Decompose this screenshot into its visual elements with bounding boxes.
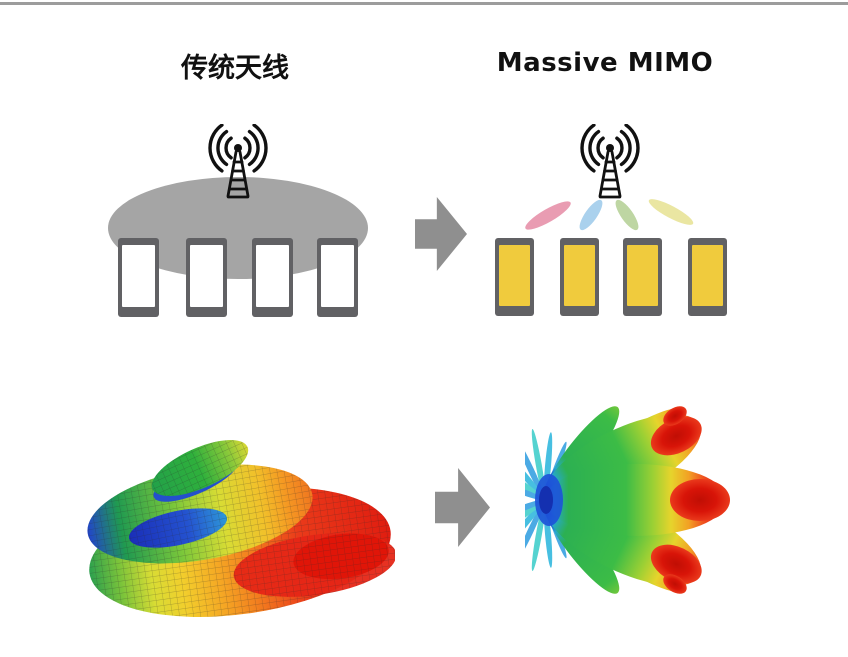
phone-icon (688, 238, 727, 316)
phone-icon (118, 238, 159, 317)
torus-red-lobe (233, 533, 395, 597)
beamformed-radiation-pattern-figure (525, 406, 730, 594)
phone-icon (560, 238, 599, 316)
phone-screen (692, 245, 723, 306)
torus-blue-core (128, 508, 228, 548)
blue-feed-point (535, 474, 563, 526)
torus-top-lobe (151, 440, 249, 502)
right-arrow-icon (415, 197, 467, 271)
right-arrow-icon (435, 468, 490, 547)
phone-icon (623, 238, 662, 316)
antenna-dot (234, 144, 242, 152)
antenna-tower-icon (580, 124, 640, 199)
phone-screen (256, 245, 289, 307)
header-traditional: 传统天线 (181, 53, 289, 84)
phone-screen (190, 245, 223, 307)
red-lobe-tips (650, 406, 730, 594)
beam-blue (575, 196, 607, 234)
top-border (0, 2, 848, 5)
antenna-tower-icon (208, 124, 268, 199)
phone-icon (317, 238, 358, 317)
phone-icon (252, 238, 293, 317)
phone-screen (499, 245, 530, 306)
phone-screen (122, 245, 155, 307)
header-massive-mimo: Massive MIMO (496, 48, 714, 78)
phone-icon (495, 238, 534, 316)
beam-yellow (646, 194, 696, 230)
phone-icon (186, 238, 227, 317)
phone-screen (627, 245, 658, 306)
beam-pink (522, 196, 574, 235)
phone-screen (321, 245, 354, 307)
beam-green (611, 196, 643, 234)
phone-screen (564, 245, 595, 306)
antenna-dot (606, 144, 614, 152)
omni-radiation-pattern-figure (87, 440, 395, 617)
